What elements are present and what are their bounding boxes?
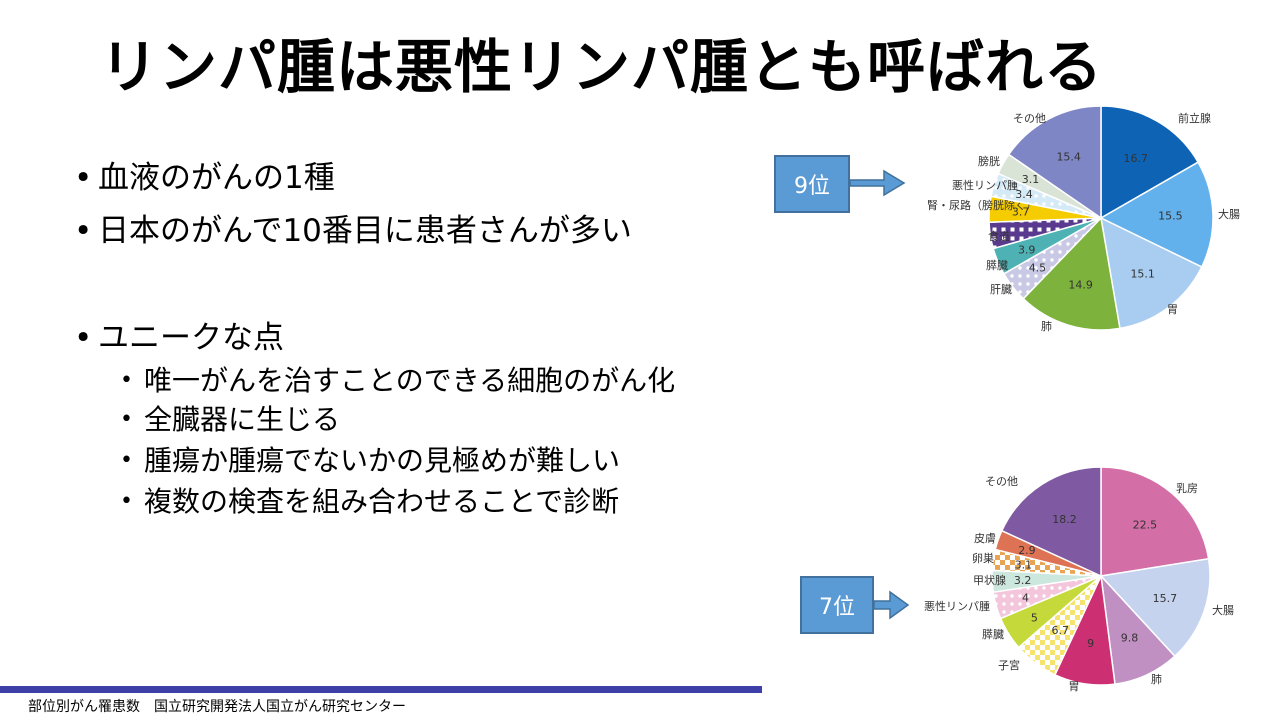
slice-value-label: 4 [1022, 591, 1029, 604]
slice-category-label: 皮膚 [974, 531, 996, 545]
slice-category-label: 肺 [1151, 673, 1162, 686]
slice-value-label: 14.9 [1068, 278, 1093, 291]
slice-value-label: 4.5 [1029, 262, 1047, 275]
slice-category-label: 大腸 [1212, 603, 1234, 617]
bullet-dot: • [120, 407, 133, 432]
bullet-text: 日本のがんで10番目に患者さんが多い [98, 213, 632, 249]
slice-category-label: 大腸 [1218, 207, 1240, 221]
bullet-dot: • [74, 160, 93, 196]
bullet-dot: • [74, 320, 93, 356]
slice-category-label: 乳房 [1176, 482, 1198, 495]
sub-bullet-text: 複数の検査を組み合わせることで診断 [144, 485, 620, 518]
slice-category-label: 肝臓 [990, 283, 1012, 296]
female-pie-chart: 22.5 乳房 15.7 大腸 9.8 肺 9 胃 6.7 子宮 5 膵臓 4 悪性リンパ腫 3.2 甲状腺 3… [924, 466, 1234, 693]
slice-category-label: 前立腺 [1178, 111, 1211, 125]
slice-value-label: 16.7 [1124, 152, 1149, 165]
sub-bullet-item: • 複数の検査を組み合わせることで診断 [120, 480, 619, 520]
bullet-dot: • [120, 448, 133, 473]
slice-category-label: 膵臓 [986, 259, 1008, 272]
slice-category-label: 膀胱 [978, 154, 1000, 168]
pie-slice [1007, 105, 1102, 220]
sub-bullet-item: • 腫瘍か腫瘍でないかの見極めが難しい [120, 439, 620, 479]
slice-value-label: 3.2 [1014, 574, 1032, 587]
slice-value-label: 18.2 [1052, 513, 1077, 526]
female-rank-box: 7位 [800, 576, 874, 634]
slice-value-label: 15.1 [1130, 268, 1155, 281]
slice-value-label: 2.9 [1018, 544, 1036, 557]
slice-value-label: 9 [1087, 637, 1094, 650]
slice-value-label: 22.5 [1133, 519, 1158, 532]
slice-value-label: 3.9 [1018, 243, 1036, 256]
pie-slice [1100, 105, 1200, 220]
pie-slice [1099, 161, 1214, 268]
slice-value-label: 15.7 [1153, 592, 1178, 605]
bullet-text: ユニークな点 [98, 320, 284, 356]
slice-category-label: 子宮 [998, 658, 1020, 672]
sub-bullet-text: 腫瘍か腫瘍でないかの見極めが難しい [144, 444, 621, 477]
pie-slice [1000, 466, 1102, 578]
slice-value-label: 6.7 [1052, 624, 1070, 637]
sub-bullet-text: 唯一がんを治すことのできる細胞のがん化 [144, 364, 676, 397]
sub-bullet-text: 全臓器に生じる [144, 403, 341, 436]
pie-charts: 16.7 前立腺 15.5 大腸 15.1 胃 14.9 肺 4.5 肝臓 3.9 膵臓 食道3.7腎・… [924, 105, 1240, 693]
slice-category-label: 悪性リンパ腫 [952, 178, 1018, 192]
slice-value-label: 15.4 [1056, 151, 1081, 164]
slice-value-label: 3.7 [1012, 206, 1030, 219]
slice-category-label: 胃 [1167, 303, 1178, 316]
slice-value-label: 3.1 [1022, 173, 1040, 186]
male-rank-box: 9位 [774, 155, 850, 213]
bullet-dot: • [120, 489, 133, 514]
slice-category-label: 甲状腺 [973, 573, 1006, 587]
slice-category-label: その他 [985, 475, 1018, 488]
male-pie-chart: 16.7 前立腺 15.5 大腸 15.1 胃 14.9 肺 4.5 肝臓 3.9 膵臓 食道3.7腎・… [927, 105, 1240, 333]
slice-value-label: 3.1 [1015, 558, 1033, 571]
footer-bar [0, 686, 762, 693]
slice-value-label: 15.5 [1158, 210, 1183, 223]
slide-title: リンパ腫は悪性リンパ腫とも呼ばれる [100, 33, 1104, 101]
pie-slice [1100, 216, 1203, 330]
slice-category-label: 悪性リンパ腫 [924, 599, 990, 613]
slice-category-label: 胃 [1069, 680, 1080, 693]
pie-slice [1022, 216, 1121, 331]
pie-slice [1099, 557, 1211, 658]
slice-value-label: 3.4 [1015, 188, 1033, 201]
slice-category-label: 卵巣 [972, 552, 994, 565]
slice-value-label: 5 [1031, 611, 1038, 624]
slice-value-label: 9.8 [1121, 631, 1139, 644]
bullet-item: •ユニークな点 [74, 312, 284, 357]
slice-category-label: 膵臓 [982, 628, 1004, 641]
slice-category-label: 腎・尿路（膀胱除く） [927, 198, 1037, 212]
bullet-dot: • [74, 213, 93, 249]
bullet-dot: • [120, 368, 133, 393]
male-rank-arrow [849, 169, 906, 197]
bullet-text: 血液のがんの1種 [98, 160, 335, 196]
bullet-item: •血液のがんの1種 [74, 152, 335, 197]
pie-slice [1100, 466, 1210, 577]
sub-bullet-item: • 全臓器に生じる [120, 398, 340, 438]
female-rank-arrow [873, 590, 910, 620]
source-citation: 部位別がん罹患数 国立研究開発法人国立がん研究センター [28, 699, 406, 715]
sub-bullet-item: • 唯一がんを治すことのできる細胞のがん化 [120, 359, 675, 399]
rank-arrows [849, 169, 910, 620]
slice-category-label: 肺 [1041, 320, 1052, 333]
slice-category-label: 食道 [988, 229, 1010, 243]
slice-category-label: その他 [1013, 112, 1046, 125]
bullet-item: •日本のがんで10番目に患者さんが多い [74, 205, 632, 250]
